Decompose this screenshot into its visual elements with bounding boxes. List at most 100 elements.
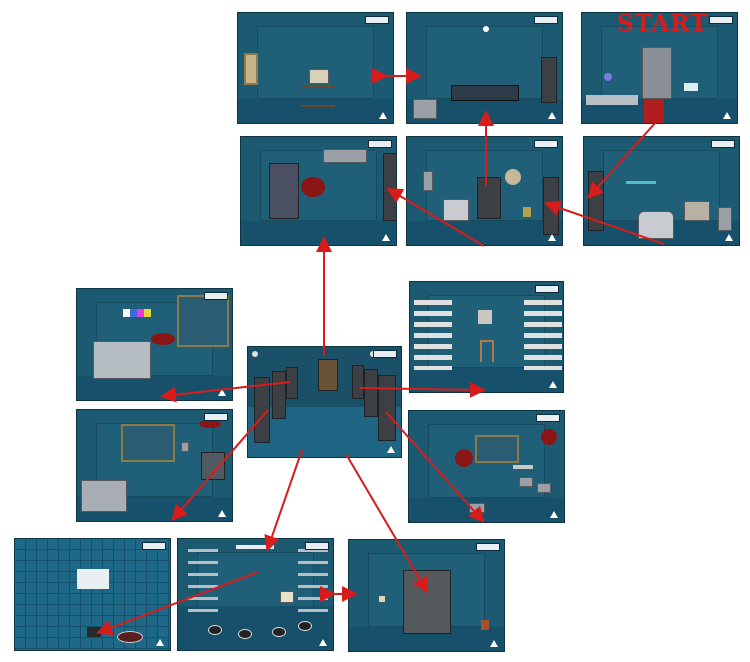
sink-room[interactable] (583, 136, 740, 246)
wall-box[interactable] (423, 171, 433, 191)
room-floor (241, 221, 396, 245)
metal-cabinet[interactable] (81, 480, 127, 512)
fan-room[interactable] (406, 136, 563, 246)
blood-stain (151, 333, 175, 345)
plant-icon[interactable] (481, 620, 489, 630)
picture-frame[interactable] (77, 569, 109, 589)
spike-room[interactable] (409, 281, 564, 393)
machine-icon[interactable] (188, 549, 218, 619)
note[interactable] (379, 596, 385, 602)
nav-arrow-icon[interactable] (548, 112, 556, 119)
brand-logo (535, 285, 559, 293)
laptop-icon[interactable] (684, 83, 698, 91)
keypad[interactable] (513, 465, 533, 469)
chair-icon[interactable] (480, 340, 494, 362)
door[interactable] (477, 177, 501, 219)
door-icon[interactable] (272, 371, 286, 419)
floor-gear[interactable] (469, 503, 485, 513)
fridge-room[interactable] (240, 136, 397, 246)
gear-room[interactable] (76, 409, 233, 522)
door[interactable] (541, 57, 557, 103)
wall-cabinet[interactable] (323, 149, 367, 163)
gear-blood-room[interactable] (408, 410, 565, 523)
start-room[interactable] (581, 12, 738, 124)
brand-logo (142, 542, 166, 550)
nav-arrow-icon[interactable] (490, 640, 498, 647)
sink-icon[interactable] (638, 211, 674, 239)
lamp-icon[interactable] (604, 73, 612, 81)
brand-logo (711, 140, 735, 148)
desk[interactable] (586, 95, 638, 105)
nav-arrow-icon[interactable] (725, 234, 733, 241)
floor-disc[interactable] (117, 631, 143, 643)
nav-arrow-icon[interactable] (548, 234, 556, 241)
gears-icon[interactable] (177, 295, 229, 347)
metal-cabinet[interactable] (93, 341, 151, 379)
room-floor (407, 221, 562, 245)
floor-disc[interactable] (238, 629, 252, 639)
corridor[interactable] (247, 346, 402, 458)
chair[interactable] (644, 99, 664, 123)
door-icon[interactable] (403, 570, 451, 634)
wall-switch[interactable] (181, 442, 189, 452)
tv-room[interactable] (237, 12, 394, 124)
machine-icon[interactable] (298, 549, 328, 619)
nav-arrow-icon[interactable] (218, 389, 226, 396)
wall-clock-icon[interactable] (252, 351, 258, 357)
room-floor (77, 375, 232, 400)
floor-disc[interactable] (298, 621, 312, 631)
floor-disc[interactable] (272, 627, 286, 637)
hatch[interactable] (201, 452, 225, 480)
nav-arrow-icon[interactable] (550, 511, 558, 518)
brand-logo (368, 140, 392, 148)
tv-icon[interactable] (309, 69, 329, 84)
safe-box[interactable] (413, 99, 437, 119)
nav-arrow-icon[interactable] (319, 639, 327, 646)
door-icon[interactable] (364, 369, 378, 417)
nav-arrow-icon[interactable] (218, 510, 226, 517)
nav-arrow-icon[interactable] (723, 112, 731, 119)
picture-frame[interactable] (244, 53, 258, 85)
barred-window-icon (478, 310, 492, 324)
nav-arrow-icon[interactable] (156, 639, 164, 646)
door[interactable] (588, 171, 604, 231)
machine-room[interactable] (177, 538, 334, 651)
toilet-icon[interactable] (443, 199, 469, 221)
bucket-icon[interactable] (523, 207, 531, 217)
crate[interactable] (684, 201, 710, 221)
floor-hatch[interactable] (87, 627, 101, 637)
floor-gear[interactable] (537, 483, 551, 493)
nav-arrow-icon[interactable] (382, 234, 390, 241)
fridge-icon[interactable] (269, 163, 299, 219)
bed-room[interactable] (406, 12, 563, 124)
grid-room[interactable] (14, 538, 171, 651)
door[interactable] (383, 153, 396, 221)
brand-logo (365, 16, 389, 24)
floor-disc[interactable] (208, 625, 222, 635)
tv-icon[interactable] (280, 591, 294, 603)
exit-room[interactable] (348, 539, 505, 652)
nav-arrow-icon[interactable] (379, 112, 387, 119)
door-icon[interactable] (378, 375, 396, 441)
color-code-panel[interactable] (123, 309, 151, 317)
arrow-corridor-machine (264, 449, 303, 552)
door-icon[interactable] (318, 359, 338, 391)
fan-icon[interactable] (505, 169, 521, 185)
bed-icon[interactable] (451, 85, 519, 101)
door-icon[interactable] (286, 367, 298, 399)
floor-gear[interactable] (519, 477, 533, 487)
safe-puzzle-room[interactable] (76, 288, 233, 401)
gears-icon[interactable] (475, 435, 519, 463)
door-icon[interactable] (254, 377, 270, 443)
room-floor (410, 367, 563, 392)
safe-icon[interactable] (642, 47, 672, 99)
blood-stain (301, 177, 325, 197)
shelf (626, 181, 656, 184)
nav-arrow-icon[interactable] (549, 381, 557, 388)
room-floor (238, 98, 393, 123)
side-door[interactable] (543, 177, 559, 235)
door-icon[interactable] (352, 365, 364, 399)
nav-arrow-icon[interactable] (387, 446, 395, 453)
gears-icon[interactable] (121, 424, 175, 462)
radiator[interactable] (718, 207, 732, 231)
